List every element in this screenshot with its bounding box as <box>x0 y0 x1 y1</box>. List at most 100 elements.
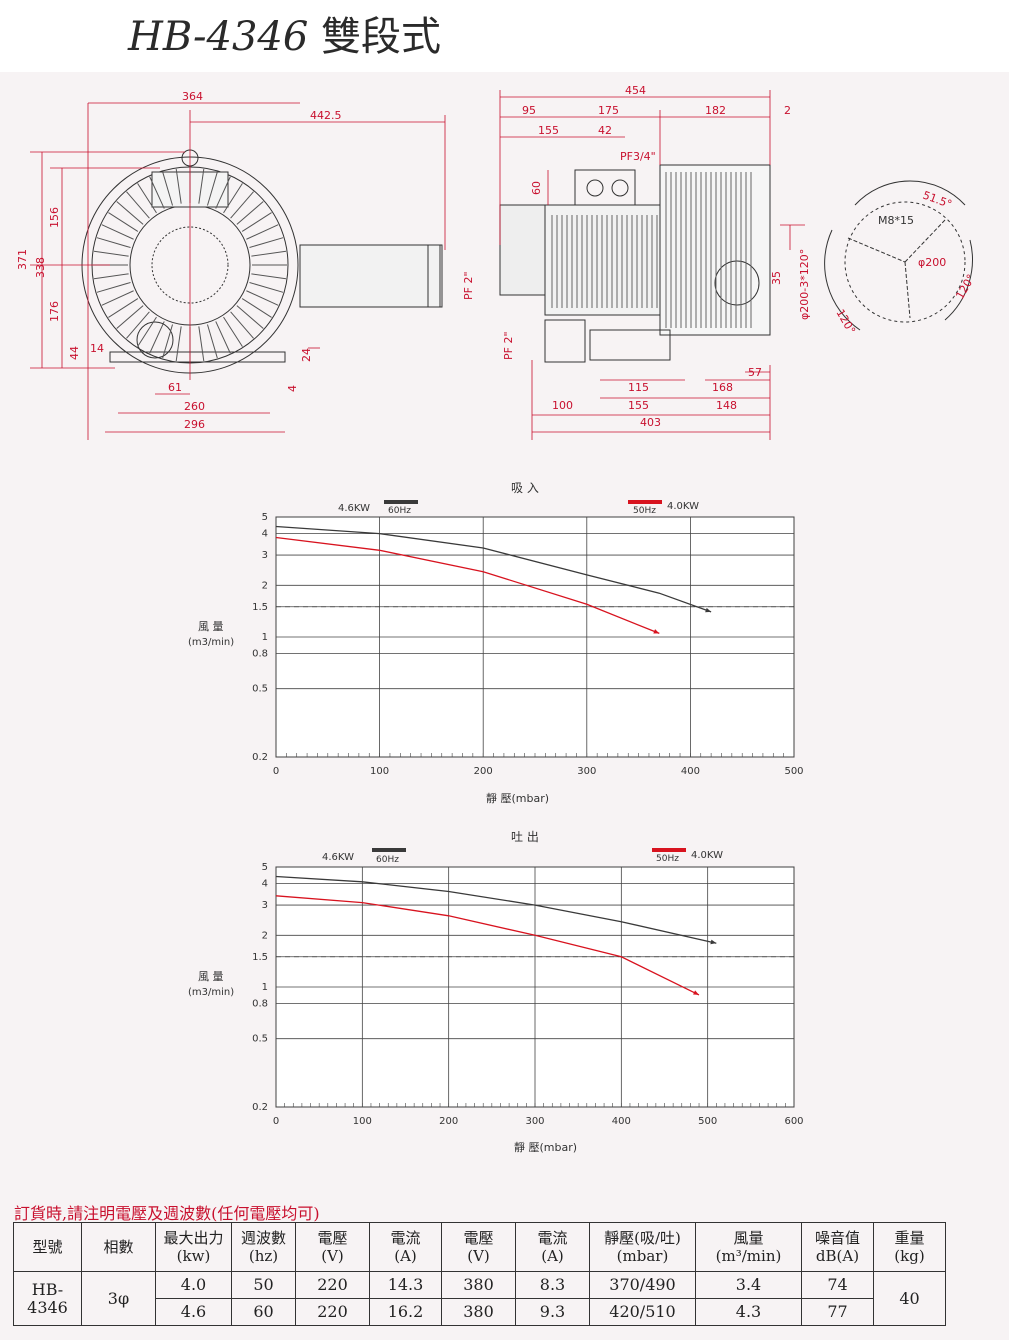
dim-57: 57 <box>748 366 762 379</box>
y-tick-label: 5 <box>262 862 268 873</box>
legend-left-freq: 60Hz <box>376 855 399 865</box>
dim-100: 100 <box>552 399 573 412</box>
series-line-60Hz <box>275 875 717 944</box>
table-row: 4.6 60 220 16.2 380 9.3 420/510 4.3 77 <box>14 1298 946 1326</box>
front-view-blower <box>81 149 443 374</box>
series-arrow-60Hz <box>710 939 717 945</box>
legend-60hz-swatch <box>372 848 406 852</box>
header-voltage-2: 電壓(V) <box>441 1222 516 1272</box>
y-tick-label: 2 <box>262 930 268 941</box>
cell-a2: 8.3 <box>515 1271 590 1299</box>
legend-right-freq: 50Hz <box>656 854 679 864</box>
legend-right-power: 4.0KW <box>667 501 699 512</box>
y-tick-label: 0.2 <box>252 752 268 763</box>
header-airflow: 風量(m³/min) <box>695 1222 802 1272</box>
dim-155: 155 <box>628 399 649 412</box>
x-tick-label: 300 <box>577 766 596 777</box>
header-kw: 最大出力(kw) <box>155 1222 232 1272</box>
dim-182: 182 <box>705 104 726 117</box>
x-axis-label: 靜 壓(mbar) <box>486 791 549 805</box>
cell-airflow: 4.3 <box>695 1298 802 1326</box>
series-arrow-50Hz <box>653 629 660 634</box>
dim-pf2-left: PF 2" <box>462 271 475 300</box>
dim-61: 61 <box>168 381 182 394</box>
dimension-lines <box>30 90 805 440</box>
dim-371: 371 <box>16 249 29 270</box>
title-model: HB-4346 <box>128 14 309 60</box>
legend-right-power: 4.0KW <box>691 850 723 861</box>
header-current-1: 電流(A) <box>369 1222 442 1272</box>
spec-table: 型號 相數 最大出力(kw) 週波數(hz) 電壓(V) 電流(A) 電壓(V)… <box>13 1222 946 1326</box>
cell-phase: 3φ <box>81 1271 156 1326</box>
x-tick-label: 0 <box>273 766 279 777</box>
header-hz: 週波數(hz) <box>231 1222 296 1272</box>
dim-156: 156 <box>48 207 61 228</box>
y-tick-label: 0.5 <box>252 1034 268 1045</box>
dim-120-b: 120° <box>953 272 978 301</box>
dim-260: 260 <box>184 400 205 413</box>
cell-v1: 220 <box>295 1271 370 1299</box>
fins <box>93 168 287 362</box>
title-type: 雙段式 <box>321 14 442 60</box>
cell-weight: 40 <box>873 1271 946 1326</box>
x-tick-label: 100 <box>370 766 389 777</box>
cell-a1: 16.2 <box>369 1298 442 1326</box>
dim-bolt: M8*15 <box>878 214 914 227</box>
cell-pressure: 370/490 <box>589 1271 696 1299</box>
x-tick-label: 300 <box>525 1116 544 1127</box>
y-tick-label: 0.2 <box>252 1102 268 1113</box>
cell-kw: 4.0 <box>155 1271 232 1299</box>
x-tick-label: 0 <box>273 1116 279 1127</box>
dim-flange-dia: φ200 <box>918 256 946 269</box>
x-tick-label: 100 <box>353 1116 372 1127</box>
legend-left-power: 4.6KW <box>322 852 354 863</box>
cell-noise: 74 <box>801 1271 874 1299</box>
dim-296: 296 <box>184 418 205 431</box>
chart-title: 吸 入 <box>511 481 539 495</box>
x-tick-label: 600 <box>784 1116 803 1127</box>
dim-454: 454 <box>625 84 646 97</box>
dim-338: 338 <box>34 257 47 278</box>
y-axis-unit: (m3/min) <box>188 987 234 998</box>
cell-model: HB-4346 <box>13 1271 82 1326</box>
series-arrow-50Hz <box>693 990 700 995</box>
dim-176: 176 <box>48 301 61 322</box>
y-tick-label: 1.5 <box>252 602 268 613</box>
cell-a1: 14.3 <box>369 1271 442 1299</box>
cell-noise: 77 <box>801 1298 874 1326</box>
x-axis-label: 靜 壓(mbar) <box>514 1140 577 1154</box>
cell-kw: 4.6 <box>155 1298 232 1326</box>
side-ribs <box>551 172 752 328</box>
chart-suction: 吸 入 風 量 (m3/min) 靜 壓(mbar) 4.6KW 60Hz 50… <box>188 481 804 805</box>
legend-50hz-swatch <box>652 848 686 852</box>
legend-left-freq: 60Hz <box>388 506 411 516</box>
dim-42: 42 <box>598 124 612 137</box>
dimension-labels: 364 442.5 371 338 156 176 44 14 24 4 61 … <box>16 84 978 431</box>
header-model: 型號 <box>13 1222 82 1272</box>
x-tick-label: 500 <box>698 1116 717 1127</box>
x-tick-label: 500 <box>784 766 803 777</box>
y-tick-label: 1 <box>262 632 268 643</box>
y-tick-label: 3 <box>262 900 268 911</box>
dim-44: 44 <box>68 346 81 360</box>
y-axis-unit: (m3/min) <box>188 637 234 648</box>
technical-drawing: 364 442.5 371 338 156 176 44 14 24 4 61 … <box>16 84 978 440</box>
y-tick-label: 0.8 <box>252 999 268 1010</box>
legend-left-power: 4.6KW <box>338 503 370 514</box>
dim-4: 4 <box>286 385 299 392</box>
dim-35: 35 <box>770 271 783 285</box>
y-tick-label: 1 <box>262 982 268 993</box>
dim-60: 60 <box>530 181 543 195</box>
x-tick-label: 400 <box>681 766 700 777</box>
legend-60hz-swatch <box>384 500 418 504</box>
dim-120-a: 120° <box>833 307 858 336</box>
dim-2: 2 <box>784 104 791 117</box>
series-line-60Hz <box>275 525 712 613</box>
flange-view <box>824 180 973 331</box>
header-phase: 相數 <box>81 1222 156 1272</box>
series-arrow-60Hz <box>705 607 712 613</box>
y-tick-label: 4 <box>262 879 268 890</box>
